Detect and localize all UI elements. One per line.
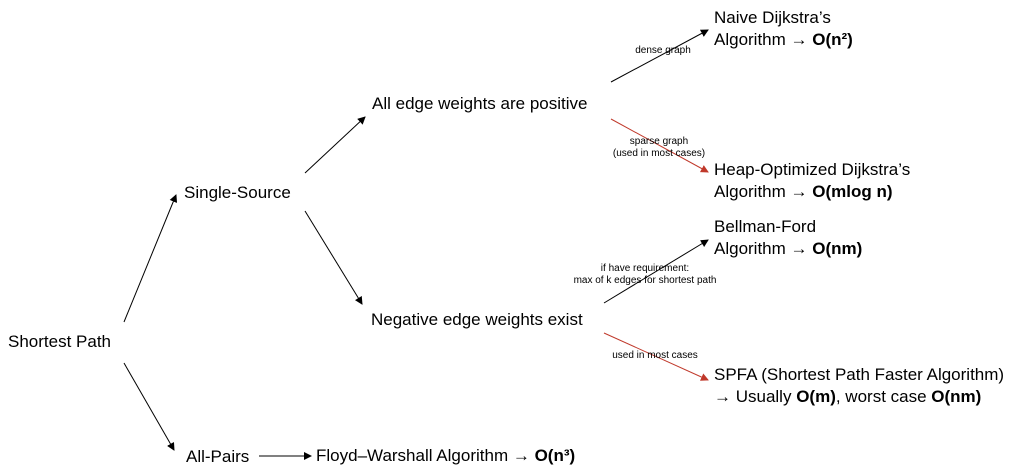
edge-positive-naive bbox=[610, 29, 709, 83]
edge-root-single bbox=[123, 194, 178, 323]
edge-label-spfa: used in most cases bbox=[612, 350, 698, 361]
edge-negative-bellman bbox=[603, 239, 709, 304]
edge-label-sparse: sparse graph (used in most cases) bbox=[613, 136, 705, 160]
floyd-prefix: Floyd–Warshall Algorithm → bbox=[316, 446, 535, 465]
bellman-ford-complexity: O(nm) bbox=[812, 239, 863, 258]
node-heap-dijkstra: Heap-Optimized Dijkstra’s Algorithm → O(… bbox=[714, 159, 910, 203]
edge-negative-spfa bbox=[603, 332, 709, 381]
node-spfa: SPFA (Shortest Path Faster Algorithm) → … bbox=[714, 364, 1004, 408]
node-naive-dijkstra: Naive Dijkstra’s Algorithm → O(n²) bbox=[714, 7, 853, 51]
heap-dijkstra-complexity: O(mlog n) bbox=[812, 182, 893, 201]
edge-label-sparse-line1: sparse graph bbox=[629, 136, 689, 147]
edge-single-positive bbox=[304, 116, 366, 174]
node-root: Shortest Path bbox=[8, 332, 112, 351]
edge-label-bellman-line1: if have requirement: bbox=[600, 263, 690, 274]
floyd-complexity: O(n³) bbox=[534, 446, 576, 465]
spfa-line2: → Usually O(m), worst case O(nm) bbox=[714, 386, 1004, 408]
edge-label-bellman: if have requirement: max of k edges for … bbox=[574, 263, 717, 287]
spfa-mid: , worst case bbox=[835, 387, 932, 406]
naive-dijkstra-line1: Naive Dijkstra’s bbox=[714, 8, 831, 27]
bellman-ford-prefix: Algorithm → bbox=[714, 239, 813, 258]
spfa-usual-complexity: O(m) bbox=[796, 387, 836, 406]
edge-label-dense: dense graph bbox=[635, 45, 691, 56]
spfa-prefix: → Usually bbox=[714, 387, 797, 406]
node-floyd-warshall: Floyd–Warshall Algorithm → O(n³) bbox=[316, 445, 575, 467]
naive-dijkstra-line2: Algorithm → O(n²) bbox=[714, 29, 853, 51]
heap-dijkstra-line1: Heap-Optimized Dijkstra’s bbox=[714, 160, 911, 179]
heap-dijkstra-line2: Algorithm → O(mlog n) bbox=[714, 181, 910, 203]
edge-root-allpairs bbox=[123, 362, 175, 451]
heap-dijkstra-prefix: Algorithm → bbox=[714, 182, 813, 201]
node-bellman-ford: Bellman-Ford Algorithm → O(nm) bbox=[714, 216, 862, 260]
naive-dijkstra-complexity: O(n²) bbox=[812, 30, 853, 49]
edge-label-sparse-line2: (used in most cases) bbox=[612, 148, 706, 159]
spfa-worst-complexity: O(nm) bbox=[931, 387, 982, 406]
node-negative-weights: Negative edge weights exist bbox=[371, 310, 583, 329]
edge-positive-heap bbox=[610, 118, 709, 173]
bellman-ford-line1: Bellman-Ford bbox=[714, 217, 817, 236]
bellman-ford-line2: Algorithm → O(nm) bbox=[714, 238, 862, 260]
node-all-pairs: All-Pairs bbox=[186, 447, 250, 466]
naive-dijkstra-prefix: Algorithm → bbox=[714, 30, 813, 49]
node-positive-weights: All edge weights are positive bbox=[372, 94, 588, 113]
spfa-line1: SPFA (Shortest Path Faster Algorithm) bbox=[714, 365, 1005, 384]
edge-label-bellman-line2: max of k edges for shortest path bbox=[573, 275, 717, 286]
edge-single-negative bbox=[304, 210, 363, 305]
node-single-source: Single-Source bbox=[184, 183, 291, 202]
